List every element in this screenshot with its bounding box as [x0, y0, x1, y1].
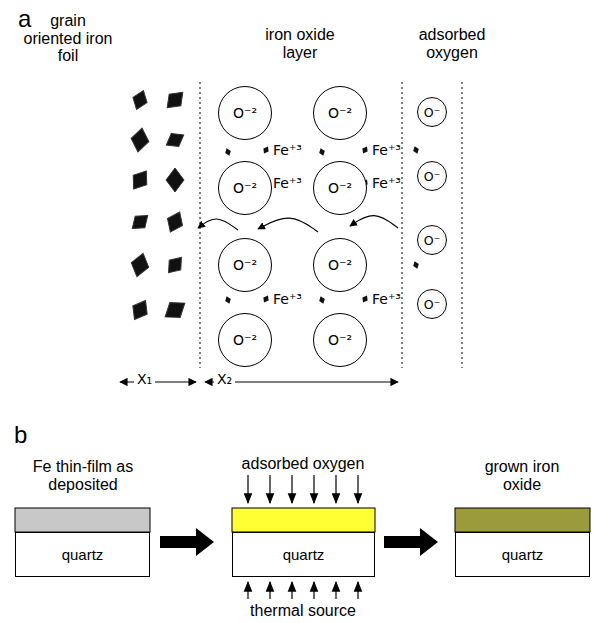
- diffusion-arrow: [350, 216, 398, 228]
- label: thermal source: [228, 602, 378, 620]
- label: iron oxide layer: [254, 26, 346, 61]
- diffusion-arrow: [198, 219, 238, 230]
- diffusion-arrows: [198, 216, 398, 232]
- diffusion-arrow: [258, 218, 318, 232]
- node-text: O⁻²: [233, 105, 257, 121]
- node-text: O⁻: [424, 297, 441, 312]
- oxygen-ion: O⁻²: [313, 313, 367, 367]
- label: Fe⁺³: [273, 143, 302, 158]
- node-text: O⁻²: [328, 332, 352, 348]
- oxygen-ion: O⁻²: [218, 86, 272, 140]
- node-text: quartz: [502, 546, 544, 563]
- oxygen-ion: O⁻: [417, 97, 447, 127]
- node-text: quartz: [62, 546, 104, 563]
- iron-grains: [127, 86, 190, 324]
- label: X₁: [134, 372, 155, 387]
- label: adsorbed oxygen: [410, 26, 494, 61]
- oxygen-ion: O⁻²: [218, 313, 272, 367]
- oxygen-ion: O⁻²: [313, 238, 367, 292]
- oxygen-ion: O⁻: [417, 225, 447, 255]
- oxygen-ion: O⁻²: [218, 161, 272, 215]
- node-text: O⁻²: [328, 180, 352, 196]
- quartz-substrate: quartz: [15, 532, 150, 577]
- node-text: O⁻²: [233, 257, 257, 273]
- node-text: O⁻²: [233, 180, 257, 196]
- label: Fe⁺³: [372, 176, 401, 191]
- node-text: O⁻: [424, 105, 441, 120]
- film-layers: [15, 508, 590, 532]
- label: grown iron oxide: [467, 458, 577, 493]
- label: grain oriented iron foil: [22, 12, 114, 65]
- node-text: O⁻²: [233, 332, 257, 348]
- oxygen-ion: O⁻²: [313, 86, 367, 140]
- label: Fe⁺³: [273, 176, 302, 191]
- panel-letter: a: [18, 6, 31, 32]
- label: adsorbed oxygen: [228, 455, 378, 473]
- oxygen-ion: O⁻: [417, 289, 447, 319]
- boundary-lines: [200, 82, 462, 368]
- node-text: O⁻: [424, 169, 441, 184]
- dimension-arrows: [120, 381, 398, 382]
- node-text: O⁻²: [328, 105, 352, 121]
- label: Fe⁺³: [273, 292, 302, 307]
- label: Fe⁺³: [372, 292, 401, 307]
- oxygen-ion: O⁻²: [218, 238, 272, 292]
- label: X₂: [214, 372, 235, 387]
- quartz-substrate: quartz: [232, 532, 375, 577]
- label: Fe⁺³: [372, 143, 401, 158]
- quartz-substrate: quartz: [455, 532, 590, 577]
- node-text: quartz: [283, 546, 325, 563]
- node-text: O⁻²: [328, 257, 352, 273]
- panel-letter: b: [14, 422, 27, 448]
- oxygen-ion: O⁻²: [313, 161, 367, 215]
- node-text: O⁻: [424, 233, 441, 248]
- oxygen-ion: O⁻: [417, 161, 447, 191]
- label: Fe thin-film as deposited: [13, 458, 153, 493]
